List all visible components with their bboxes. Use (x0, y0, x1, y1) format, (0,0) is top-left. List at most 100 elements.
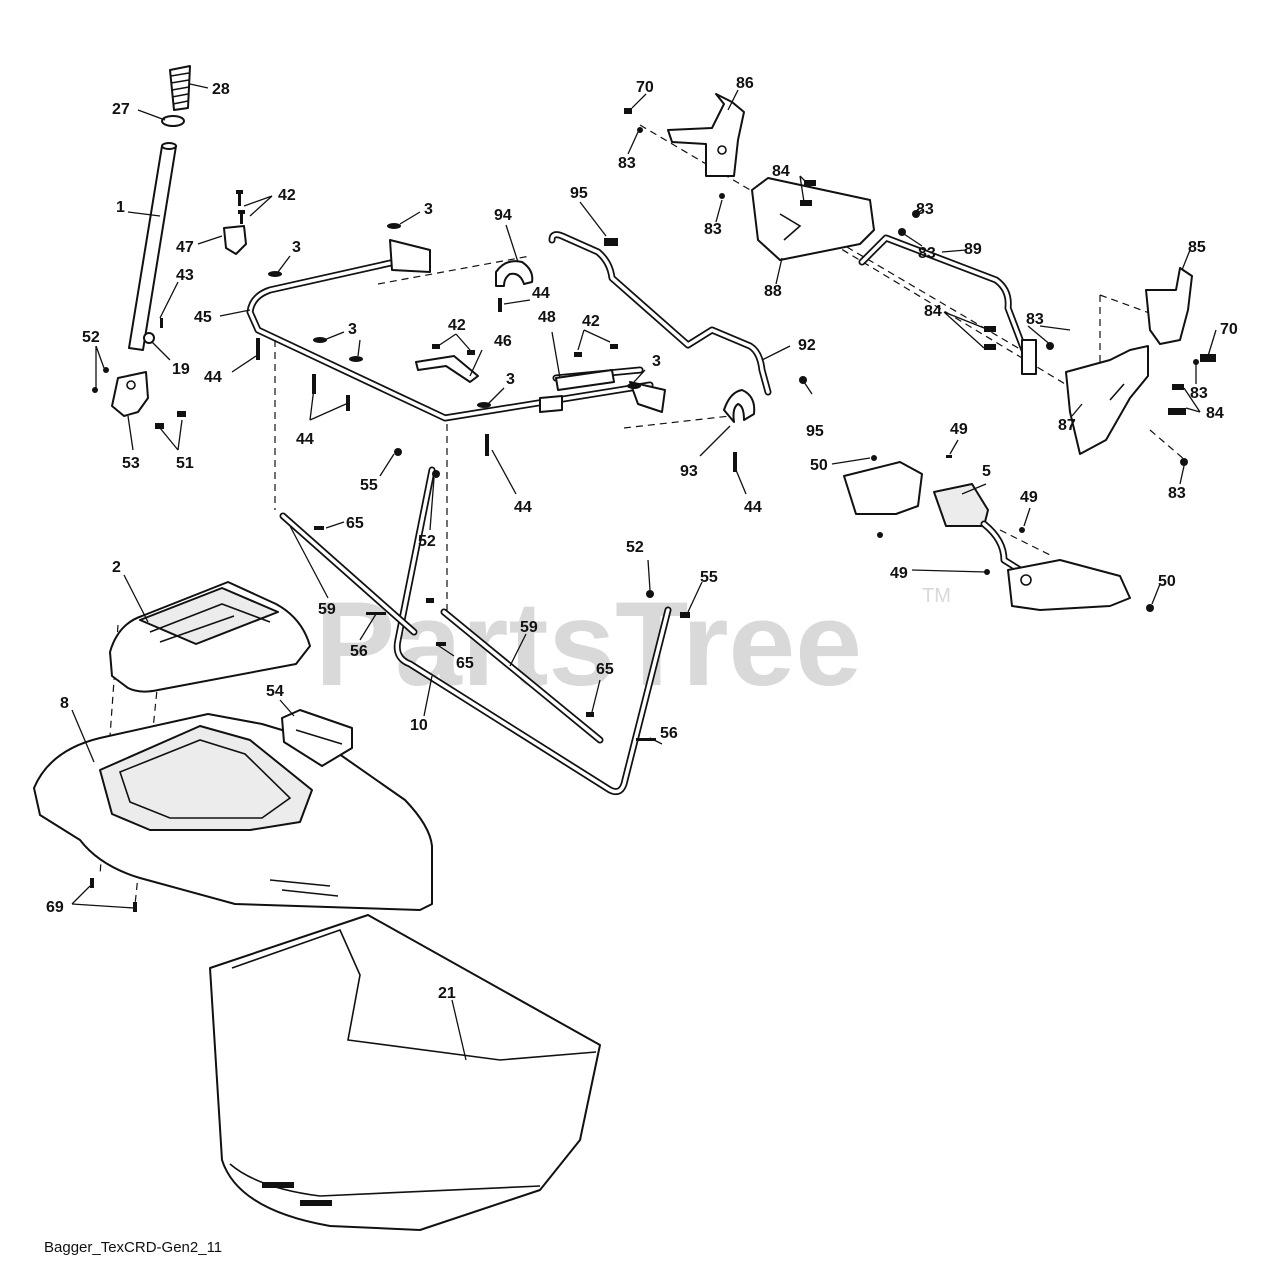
callout-52: 52 (82, 329, 100, 346)
callout-3: 3 (424, 201, 433, 218)
rear-rod[interactable] (548, 231, 807, 396)
bagger-frame[interactable] (246, 223, 737, 472)
callout-42: 42 (582, 313, 600, 330)
callout-51: 51 (176, 455, 194, 472)
strap-48[interactable] (555, 369, 615, 391)
callout-48: 48 (538, 309, 556, 326)
callout-49: 49 (950, 421, 968, 438)
callout-84: 84 (924, 303, 942, 320)
callout-28: 28 (212, 81, 230, 98)
callout-65: 65 (456, 655, 474, 672)
callout-55: 55 (700, 569, 718, 586)
bracket-88[interactable] (751, 177, 920, 261)
lift-linkage[interactable] (279, 448, 690, 796)
callout-69: 69 (46, 899, 64, 916)
callout-83: 83 (618, 155, 636, 172)
diagram-reference: Bagger_TexCRD-Gen2_11 (44, 1239, 222, 1256)
callout-44: 44 (532, 285, 550, 302)
lever-assembly[interactable] (843, 455, 1154, 612)
bracket-94[interactable] (495, 260, 534, 287)
callout-83: 83 (918, 245, 936, 262)
callout-44: 44 (744, 499, 762, 516)
callout-8: 8 (60, 695, 69, 712)
callout-95: 95 (806, 423, 824, 440)
callout-3: 3 (292, 239, 301, 256)
callout-55: 55 (360, 477, 378, 494)
callout-42: 42 (278, 187, 296, 204)
watermark-trademark: TM (922, 585, 951, 607)
collection-bag[interactable] (209, 914, 601, 1231)
bracket-47[interactable] (223, 190, 247, 255)
handle-tube[interactable] (128, 145, 177, 351)
callout-49: 49 (1020, 489, 1038, 506)
handle-54[interactable] (281, 709, 353, 767)
callout-44: 44 (204, 369, 222, 386)
callout-10: 10 (410, 717, 428, 734)
callout-42: 42 (448, 317, 466, 334)
callout-49: 49 (890, 565, 908, 582)
callout-83: 83 (1168, 485, 1186, 502)
callout-47: 47 (176, 239, 194, 256)
callout-3: 3 (506, 371, 515, 388)
callout-87: 87 (1058, 417, 1076, 434)
callout-3: 3 (652, 353, 661, 370)
callout-56: 56 (350, 643, 368, 660)
callout-93: 93 (680, 463, 698, 480)
callout-50: 50 (1158, 573, 1176, 590)
bagger-hood[interactable] (109, 581, 311, 693)
callout-52: 52 (626, 539, 644, 556)
callout-2: 2 (112, 559, 121, 576)
callout-86: 86 (736, 75, 754, 92)
callout-83: 83 (1190, 385, 1208, 402)
watermark: PartsTree TM (315, 577, 951, 711)
callout-5: 5 (982, 463, 991, 480)
callout-43: 43 (176, 267, 194, 284)
strap-46[interactable] (415, 355, 479, 383)
callout-54: 54 (266, 683, 284, 700)
callout-44: 44 (514, 499, 532, 516)
callout-84: 84 (772, 163, 790, 180)
callout-88: 88 (764, 283, 782, 300)
callout-95: 95 (570, 185, 588, 202)
callout-65: 65 (346, 515, 364, 532)
callout-70: 70 (636, 79, 654, 96)
callout-89: 89 (964, 241, 982, 258)
callout-1: 1 (116, 199, 125, 216)
callout-84: 84 (1206, 405, 1224, 422)
callout-70: 70 (1220, 321, 1238, 338)
rod-89[interactable] (858, 234, 1037, 375)
callout-83: 83 (1026, 311, 1044, 328)
bracket-85[interactable] (1046, 267, 1216, 466)
callout-94: 94 (494, 207, 512, 224)
leader-lines (71, 83, 1217, 1061)
callout-46: 46 (494, 333, 512, 350)
lift-handle-assembly (92, 65, 247, 429)
handle-washer[interactable] (161, 115, 185, 127)
hitch-bracket-86[interactable] (624, 93, 745, 199)
callout-labels: 28 27 1 42 47 43 52 19 45 44 53 51 3 3 3… (46, 75, 1238, 1002)
callout-52: 52 (418, 533, 436, 550)
callout-3: 3 (348, 321, 357, 338)
bracket-93[interactable] (723, 389, 756, 423)
callout-92: 92 (798, 337, 816, 354)
callout-21: 21 (438, 985, 456, 1002)
callout-45: 45 (194, 309, 212, 326)
callout-56: 56 (660, 725, 678, 742)
callout-83: 83 (916, 201, 934, 218)
bagger-cover[interactable] (33, 713, 433, 911)
callout-65: 65 (596, 661, 614, 678)
callout-59: 59 (520, 619, 538, 636)
callout-53: 53 (122, 455, 140, 472)
callout-50: 50 (810, 457, 828, 474)
callout-85: 85 (1188, 239, 1206, 256)
callout-44: 44 (296, 431, 314, 448)
callout-27: 27 (112, 101, 130, 118)
handle-grip[interactable] (169, 65, 191, 111)
bracket-87[interactable] (984, 326, 1186, 455)
callout-19: 19 (172, 361, 190, 378)
screws-69 (90, 878, 137, 912)
handle-bracket[interactable] (111, 371, 149, 417)
callout-83: 83 (704, 221, 722, 238)
callout-59: 59 (318, 601, 336, 618)
